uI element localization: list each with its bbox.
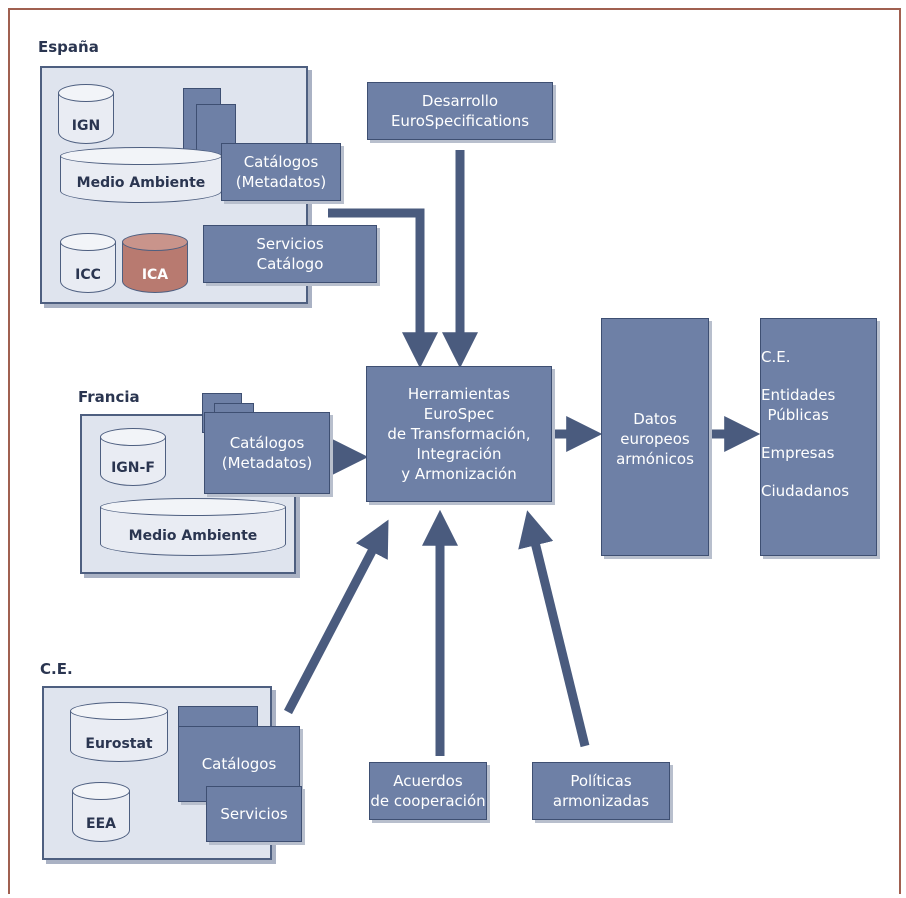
icc-database-icon: ICC xyxy=(60,233,116,293)
france-catalogos-box: Catálogos (Metadatos) xyxy=(204,412,330,494)
eea-database-icon: EEA xyxy=(72,782,130,842)
medio-ambiente-label: Medio Ambiente xyxy=(76,175,206,191)
arrow-spain-to-tools xyxy=(328,208,438,369)
ign-label: IGN xyxy=(71,118,101,134)
stakeholders-box: C.E. Entidades Públicas Empresas Ciudada… xyxy=(760,318,877,556)
arrow-politicas-to-tools xyxy=(518,510,590,748)
stakeholder-ciudadanos: Ciudadanos xyxy=(761,482,850,500)
stakeholder-entidades: Entidades Públicas xyxy=(761,386,836,424)
ign-f-database-icon: IGN-F xyxy=(100,428,166,486)
ica-label: ICA xyxy=(141,267,169,283)
stakeholder-empresas: Empresas xyxy=(761,444,835,462)
herramientas-box: Herramientas EuroSpec de Transformación,… xyxy=(366,366,552,502)
spain-catalogos-box: Catálogos (Metadatos) xyxy=(221,143,341,201)
eea-label: EEA xyxy=(86,816,116,832)
politicas-box: Políticas armonizadas xyxy=(532,762,670,820)
ica-database-icon: ICA xyxy=(122,233,188,293)
ce-servicios-box: Servicios xyxy=(206,786,302,842)
france-medio-ambiente-database-icon: Medio Ambiente xyxy=(100,498,286,556)
icc-label: ICC xyxy=(75,267,101,283)
eurostat-database-icon: Eurostat xyxy=(70,702,168,762)
arrow-ce-to-tools xyxy=(284,519,389,715)
spain-servicios-box: Servicios Catálogo xyxy=(203,225,377,283)
acuerdos-box: Acuerdos de cooperación xyxy=(369,762,487,820)
datos-box: Datos europeos armónicos xyxy=(601,318,709,556)
medio-ambiente-database-icon: Medio Ambiente xyxy=(60,147,222,203)
eurostat-label: Eurostat xyxy=(85,736,153,752)
france-medio-ambiente-label: Medio Ambiente xyxy=(128,528,258,544)
ign-f-label: IGN-F xyxy=(111,460,155,476)
desarrollo-box: Desarrollo EuroSpecifications xyxy=(367,82,553,140)
stakeholder-ce: C.E. xyxy=(761,348,791,366)
ign-database-icon: IGN xyxy=(58,84,114,144)
france-title: Francia xyxy=(78,388,140,406)
spain-title: España xyxy=(38,38,99,56)
ce-title: C.E. xyxy=(40,660,73,678)
